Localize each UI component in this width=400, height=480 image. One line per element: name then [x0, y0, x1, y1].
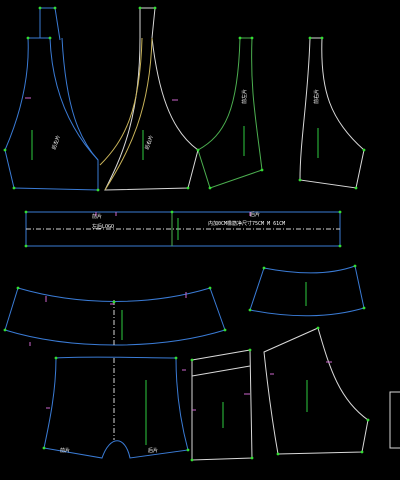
anchor-point — [48, 36, 52, 40]
anchor-point — [42, 446, 46, 450]
anchor-point — [208, 286, 212, 290]
anchor-point — [186, 448, 190, 452]
anchor-point — [260, 168, 264, 172]
anchor-point — [248, 308, 252, 312]
anchor-point — [54, 356, 58, 360]
anchor-point — [174, 356, 178, 360]
band-label-right-a: 后片 — [250, 211, 260, 218]
anchor-point — [16, 286, 20, 290]
anchor-point — [308, 36, 312, 40]
anchor-point — [190, 358, 194, 362]
anchor-point — [190, 458, 194, 462]
anchor-point — [138, 6, 142, 10]
anchor-point — [112, 300, 116, 304]
partial-piece-right[interactable] — [389, 391, 400, 449]
anchor-point — [223, 328, 227, 332]
band-label-left-b: 左后LOGO — [92, 223, 114, 230]
anchor-point — [3, 148, 7, 152]
anchor-point — [248, 348, 252, 352]
anchor-point — [354, 186, 358, 190]
notch-marks — [25, 97, 332, 411]
anchor-point — [186, 186, 190, 190]
anchor-point — [360, 450, 364, 454]
anchor-point — [250, 456, 254, 460]
anchor-point — [208, 186, 212, 190]
strap-piece-1[interactable] — [197, 37, 263, 189]
anchor-point — [316, 326, 320, 330]
strap-label-a: 前左片 — [241, 89, 248, 104]
anchor-point — [96, 188, 100, 192]
anchor-point — [24, 244, 28, 248]
anchor-point — [262, 266, 266, 270]
anchor-point — [26, 36, 30, 40]
strap-label-d: 后右片 — [143, 134, 155, 151]
brief-label-right: 后片 — [148, 447, 158, 454]
anchor-point — [24, 210, 28, 214]
anchor-point — [12, 186, 16, 190]
brief-label-left: 前片 — [60, 447, 70, 454]
strap-label-b: 前右片 — [313, 89, 320, 104]
strap-label-c: 后左片 — [50, 134, 62, 151]
anchor-point — [353, 264, 357, 268]
bra-cup-left[interactable] — [4, 7, 99, 191]
anchor-point — [250, 36, 254, 40]
brief-back-panel[interactable] — [263, 327, 369, 455]
anchor-point — [366, 418, 370, 422]
anchor-point — [3, 328, 7, 332]
anchor-point — [338, 244, 342, 248]
anchor-point — [338, 210, 342, 214]
anchor-points — [3, 6, 370, 462]
strap-piece-2[interactable] — [299, 37, 365, 189]
anchor-point — [153, 6, 157, 10]
grain-lines — [31, 126, 319, 445]
band-label-left-a: 前片 — [92, 213, 102, 220]
anchor-point — [238, 36, 242, 40]
anchor-point — [362, 148, 366, 152]
anchor-point — [298, 178, 302, 182]
anchor-point — [170, 210, 174, 214]
anchor-point — [320, 36, 324, 40]
anchor-point — [53, 6, 57, 10]
anchor-point — [196, 148, 200, 152]
anchor-point — [38, 6, 42, 10]
anchor-point — [276, 452, 280, 456]
anchor-point — [362, 306, 366, 310]
band-piece[interactable] — [25, 211, 341, 247]
band-label-right-b: 内加0CM橡筋净尺寸75CM M 61CM — [208, 220, 285, 227]
